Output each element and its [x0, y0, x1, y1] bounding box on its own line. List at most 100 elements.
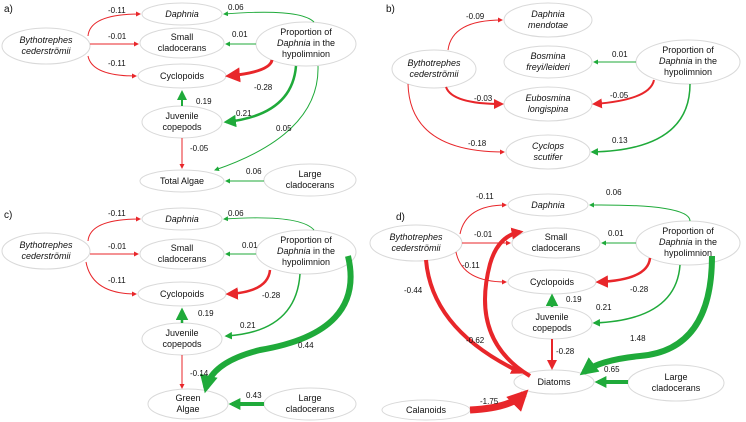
node-juv-a-line2: copepods [162, 122, 202, 132]
edge-b-byth-eub [445, 86, 504, 109]
node-prop-d-line3: hypolimnion [664, 248, 712, 258]
node-large-clad-c-line1: Large [298, 393, 321, 403]
edge-d-prop-juv [592, 264, 681, 327]
node-large-cladocerans-a [263, 163, 357, 197]
panel-label-c: c) [4, 210, 12, 221]
edge-b-byth-cyc [407, 83, 505, 155]
node-juv-c-line2: copepods [162, 339, 202, 349]
node-prop-d-line2: Daphnia in the [659, 237, 717, 247]
edge-a-prop-algae [214, 65, 319, 172]
weight-d-prop-daphnia: 0.06 [606, 188, 622, 197]
node-prop-a-line3: hypolimnion [282, 49, 330, 59]
node-juv-d-line2: copepods [532, 323, 572, 333]
edge-a-prop-daphnia [223, 11, 315, 23]
node-prop-d-line1: Proportion of [662, 226, 714, 236]
edge-d-prop-daphnia [589, 202, 691, 222]
weight-c-byth-daphnia: -0.11 [108, 209, 126, 218]
weight-b-byth-eub: -0.03 [474, 94, 493, 103]
node-prop-c-line1: Proportion of [280, 235, 332, 245]
node-small-clad-a-line2: cladocerans [158, 43, 207, 53]
node-total-algae-a [139, 169, 225, 193]
panel-c: c) Daphnia Bythotrephes cederströmii Sma… [1, 207, 357, 421]
weight-c-prop-cyclo: -0.28 [262, 291, 281, 300]
edge-b-prop-eub [592, 79, 655, 109]
weight-b-byth-cyc: -0.18 [468, 139, 487, 148]
node-byth-b-line1: Bythotrephes [407, 58, 461, 68]
edge-d-prop-diatoms [579, 255, 715, 376]
node-byth-d-line1: Bythotrephes [389, 232, 443, 242]
weight-d-juv-cyclo: 0.19 [566, 295, 582, 304]
node-large-clad-a-line2: cladocerans [286, 180, 335, 190]
node-cyc-b-line1: Cyclops [532, 141, 565, 151]
edge-c-prop-daphnia [223, 216, 315, 231]
edge-d-prop-cyclo [595, 257, 652, 288]
node-daphnia-a-label: Daphnia [165, 9, 199, 19]
weight-d-byth-cyclo: -0.11 [462, 261, 480, 270]
weight-b-byth-dm: -0.09 [466, 12, 485, 21]
edge-c-prop-algae [200, 255, 354, 394]
node-eub-b-line2: longispina [528, 104, 569, 114]
node-cyclopoids-d-label: Cyclopoids [530, 277, 575, 287]
weight-b-prop-eub: -0.05 [610, 91, 629, 100]
weight-c-prop-algae: 0.44 [298, 341, 314, 350]
weight-d-prop-small: 0.01 [608, 229, 624, 238]
panel-a: a) Daphnia Bythotrephes cederströmii Sma… [1, 2, 357, 197]
node-proportion-c [255, 229, 357, 275]
weight-d-large-diatoms: 0.65 [604, 365, 620, 374]
weight-a-prop-cyclo: -0.28 [254, 83, 273, 92]
weight-d-byth-diatoms: -0.44 [404, 286, 423, 295]
edge-a-byth-cyclo [87, 55, 137, 79]
panel-label-b: b) [386, 4, 395, 15]
weight-a-juv-cyclo: 0.19 [196, 97, 212, 106]
node-bosmina-b [503, 45, 593, 79]
edge-b-prop-cyc [590, 83, 691, 156]
node-juv-d-line1: Juvenile [535, 312, 568, 322]
weight-c-juv-algae: -0.14 [190, 369, 209, 378]
node-small-clad-c-line2: cladocerans [158, 254, 207, 264]
node-cyclopoids-c-label: Cyclopoids [160, 289, 205, 299]
weight-d-diatoms-byth: -0.62 [466, 336, 485, 345]
node-cyc-b-line2: scutifer [533, 152, 563, 162]
node-byth-b-line2: cederströmii [409, 69, 459, 79]
node-prop-c-line2: Daphnia in the [277, 246, 335, 256]
node-large-clad-c-line2: cladocerans [286, 404, 335, 414]
edge-a-prop-cyclo [225, 59, 274, 83]
weight-d-juv-diatoms: -0.28 [556, 347, 575, 356]
node-bos-b-line1: Bosmina [530, 51, 565, 61]
weight-a-byth-small: -0.01 [108, 32, 127, 41]
node-prop-c-line3: hypolimnion [282, 257, 330, 267]
node-bythotrephes-a [1, 27, 91, 65]
node-prop-b-line1: Proportion of [662, 45, 714, 55]
edge-a-byth-daphnia [87, 11, 141, 37]
edge-d-byth-daphnia [459, 202, 507, 235]
node-daphnia-c-label: Daphnia [165, 214, 199, 224]
weight-a-large-algae: 0.06 [246, 167, 262, 176]
node-small-cladocerans-d [511, 227, 601, 259]
node-daphnia-mendotae-b [503, 2, 593, 38]
node-green-algae-c-line2: Algae [176, 404, 199, 414]
weight-a-prop-small: 0.01 [232, 30, 248, 39]
node-diatoms-d [513, 369, 595, 395]
node-byth-c-line2: cederströmii [21, 251, 71, 261]
node-juv-c-line1: Juvenile [165, 328, 198, 338]
weight-a-prop-juv: 0.21 [236, 109, 252, 118]
node-prop-a-line1: Proportion of [280, 27, 332, 37]
node-eub-b-line1: Eubosmina [525, 93, 570, 103]
weight-c-prop-daphnia: 0.06 [228, 209, 244, 218]
weight-a-byth-daphnia: -0.11 [108, 6, 126, 15]
node-bos-b-line2: freyi/leideri [526, 62, 571, 72]
node-bythotrephes-a-line2: cederströmii [21, 46, 71, 56]
node-daphnia-d-label: Daphnia [531, 200, 565, 210]
panel-b: b) Daphnia mendotae Bythotrephes cederst… [386, 2, 741, 170]
node-dm-b-line2: mendotae [528, 20, 568, 30]
edge-d-calanoids-diatoms [469, 389, 529, 414]
panel-label-d: d) [396, 212, 405, 223]
node-dm-b-line1: Daphnia [531, 9, 565, 19]
node-cyclops-b [505, 134, 591, 170]
node-calanoids-d-label: Calanoids [406, 405, 447, 415]
node-total-algae-a-label: Total Algae [160, 176, 204, 186]
node-juv-a-line1: Juvenile [165, 111, 198, 121]
node-small-cladocerans-c [139, 238, 225, 270]
edge-d-diatoms-byth [483, 227, 532, 378]
node-daphnia-d [507, 193, 589, 217]
